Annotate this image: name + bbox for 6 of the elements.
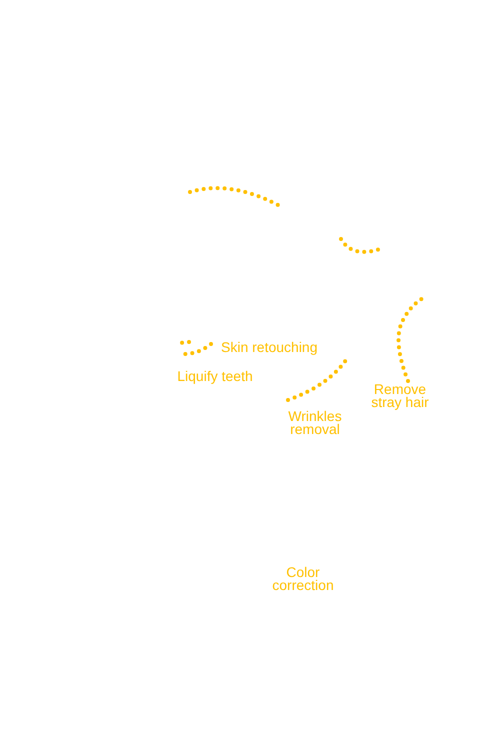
callout-label: Liquify teeth (170, 370, 260, 383)
callout-label: Skin retouching (221, 341, 331, 354)
leader-line (178, 340, 213, 356)
callout-label: Color correction (265, 566, 341, 592)
callout-label: Wrinkles removal (280, 410, 350, 436)
callout-label: Remove stray hair (366, 383, 434, 409)
